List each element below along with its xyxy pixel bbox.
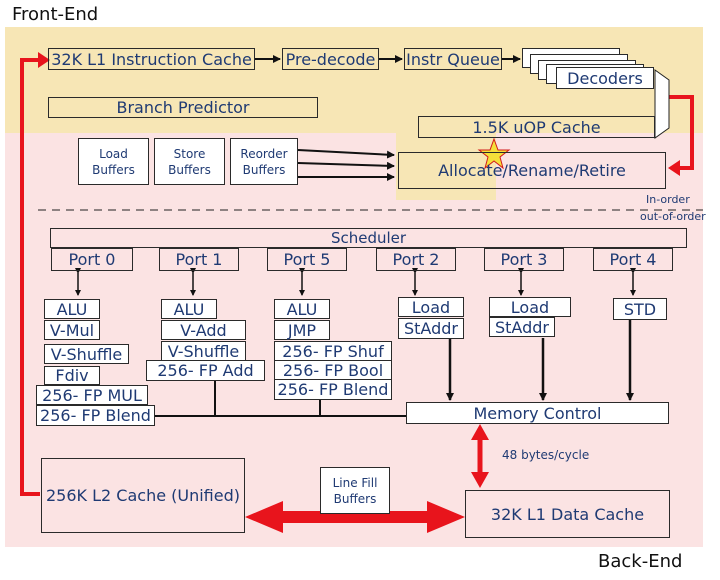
p3-load: Load (489, 297, 571, 317)
l2-to-l1i-path (20, 58, 40, 496)
decoders-to-allocate-arrowhead (668, 160, 680, 176)
p5-fp-shuf: 256- FP Shuf (274, 341, 392, 361)
buffer-arrow-1 (297, 149, 395, 159)
bandwidth-label: 48 bytes/cycle (502, 448, 590, 462)
back-end-label: Back-End (598, 551, 683, 572)
p0-fp-mul: 256- FP MUL (36, 385, 148, 405)
store-buffers: Store Buffers (154, 138, 225, 185)
p0-vshuffle: V-Shuffle (44, 344, 129, 364)
instruction-queue: Instr Queue (404, 48, 502, 70)
line-fill-buffers: Line Fill Buffers (320, 467, 390, 514)
decoders-to-allocate-path (669, 95, 694, 170)
scheduler: Scheduler (50, 228, 687, 248)
p1-fp-add: 256- FP Add (146, 360, 265, 381)
out-of-order-label: out-of-order (640, 210, 706, 223)
l1-instruction-cache: 32K L1 Instruction Cache (48, 48, 255, 70)
reorder-buffers: Reorder Buffers (230, 138, 298, 185)
p5-fp-bool: 256- FP Bool (274, 360, 392, 380)
star-icon (477, 137, 511, 170)
decoders: Decoders (556, 67, 654, 89)
load-buffers: Load Buffers (78, 138, 149, 185)
p0-fdiv: Fdiv (44, 366, 100, 385)
memory-control: Memory Control (406, 402, 669, 424)
l1-data-cache: 32K L1 Data Cache (465, 490, 670, 538)
l2-to-l1i-arrowhead (38, 52, 50, 68)
port-4: Port 4 (593, 248, 673, 271)
port-2: Port 2 (376, 248, 456, 271)
decoder-mux (654, 69, 670, 139)
port-3: Port 3 (484, 248, 564, 271)
buffer-arrow-2 (297, 161, 395, 170)
uop-cache: 1.5K uOP Cache (418, 116, 655, 138)
memory-l1d-arrow-down (471, 472, 489, 488)
p0-vmul: V-Mul (44, 320, 100, 340)
memory-l1d-arrow-up (471, 424, 489, 440)
p5-jmp: JMP (274, 320, 330, 340)
in-order-label: In-order (646, 193, 690, 206)
allocate-rename-retire: Allocate/Rename/Retire (398, 152, 666, 189)
l2-cache: 256K L2 Cache (Unified) (41, 458, 245, 533)
p1-vshuffle: V-Shuffle (161, 341, 246, 361)
pre-decode: Pre-decode (282, 48, 379, 70)
p5-alu: ALU (274, 299, 330, 319)
front-end-label: Front-End (12, 4, 99, 25)
p2-staddr: StAddr (398, 318, 464, 339)
p4-std: STD (613, 298, 667, 320)
p3-staddr: StAddr (489, 317, 555, 337)
port-5: Port 5 (267, 248, 347, 271)
p5-fp-blend: 256- FP Blend (274, 379, 392, 400)
port-1: Port 1 (159, 248, 239, 271)
p1-vadd: V-Add (161, 320, 246, 340)
l2-l1d-arrow (245, 501, 465, 533)
p1-alu: ALU (161, 299, 217, 319)
p0-fp-blend: 256- FP Blend (36, 405, 155, 426)
branch-predictor: Branch Predictor (48, 97, 318, 118)
back-end-region-right (396, 200, 703, 547)
port-0: Port 0 (51, 248, 133, 271)
p0-alu: ALU (44, 299, 100, 319)
p2-load: Load (398, 297, 464, 317)
